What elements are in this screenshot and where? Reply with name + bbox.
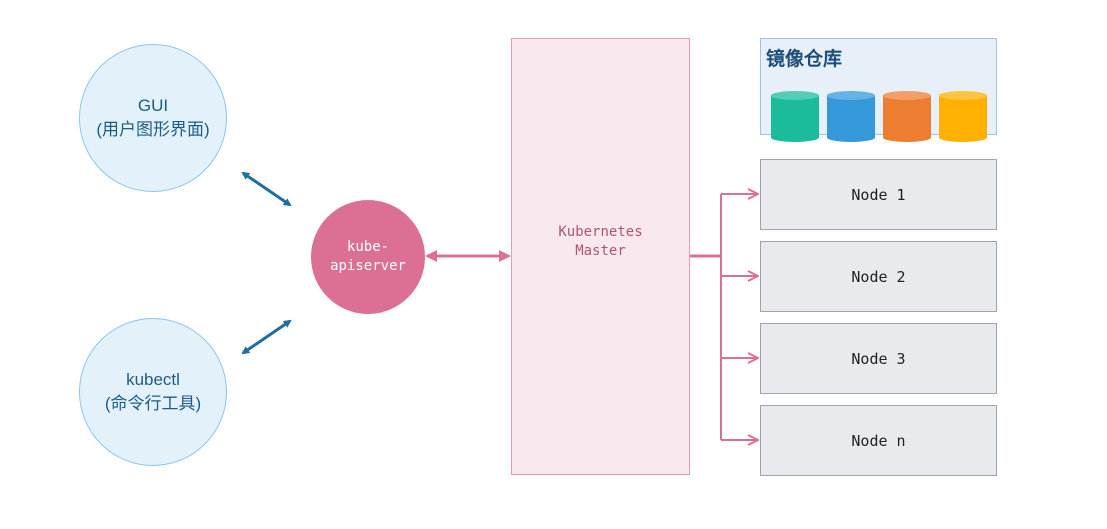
node-label: Node 3 (851, 349, 906, 368)
image-registry: 镜像仓库 (760, 38, 997, 142)
node-box: Node n (760, 405, 997, 476)
node-box: Node 3 (760, 323, 997, 394)
kubectl-client: kubectl (命令行工具) (79, 318, 227, 466)
image-cylinder-icon (939, 91, 987, 142)
node-label: Node n (851, 431, 906, 450)
kubernetes-master: Kubernetes Master (511, 38, 690, 475)
gui-label: GUI (137, 96, 169, 115)
node-box: Node 2 (760, 241, 997, 312)
kube-apiserver: kube- apiserver (311, 200, 425, 314)
node-label: Node 1 (851, 185, 906, 204)
master-label-line2: Master (575, 242, 626, 259)
gui-apiserver-arrow (241, 171, 292, 207)
image-cylinder-icon (771, 91, 819, 142)
registry-title: 镜像仓库 (766, 48, 843, 70)
apiserver-label-line2: apiserver (330, 258, 406, 274)
master-label-line1: Kubernetes (558, 223, 643, 240)
gui-sublabel: (用户图形界面) (96, 120, 210, 139)
node-label: Node 2 (851, 267, 906, 286)
image-cylinder-icon (883, 91, 931, 142)
kubectl-sublabel: (命令行工具) (104, 394, 202, 413)
kubectl-label: kubectl (126, 370, 180, 389)
image-cylinder-icon (827, 91, 875, 142)
master-nodes-connector (690, 194, 758, 440)
node-box: Node 1 (760, 159, 997, 230)
apiserver-label-line1: kube- (346, 239, 390, 255)
gui-client: GUI (用户图形界面) (79, 44, 227, 192)
kubectl-apiserver-arrow (241, 319, 292, 355)
